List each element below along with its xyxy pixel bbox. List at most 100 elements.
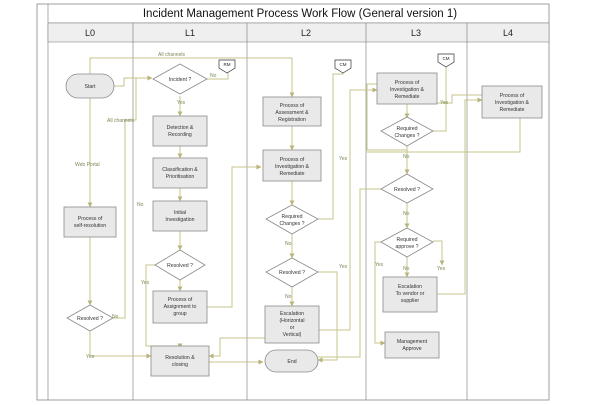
node-assignment-label-3: group	[173, 311, 186, 317]
node-self-resolution	[63, 206, 117, 238]
node-req-approve-label-1: Required	[396, 237, 417, 243]
node-mgmt-approve-label-2: Approve	[402, 346, 421, 352]
node-start	[65, 73, 115, 99]
node-detection	[152, 115, 208, 147]
node-investigation-l2-label-1: Process of	[280, 157, 305, 163]
node-escalation-vendor-label-3: supplier	[401, 298, 419, 304]
node-incident	[152, 63, 208, 95]
node-assignment	[152, 290, 208, 324]
edge-label-all-channels-top: All channels	[158, 52, 185, 58]
connectors	[87, 57, 521, 365]
node-req-approve	[380, 227, 434, 258]
node-req-changes-l3	[380, 116, 434, 147]
edge-label-no-ra: No	[403, 266, 410, 272]
node-investigation-l2	[262, 149, 322, 182]
node-escalation-vendor-label-2: To vendor or	[396, 291, 425, 297]
node-escalation-vendor-label-1: Escalation	[398, 284, 422, 290]
node-resolved-l1-label: Resolved ?	[167, 263, 193, 269]
node-resolved-l2-label: Resolved ?	[279, 270, 305, 276]
node-assessment-label-1: Process of	[280, 103, 305, 109]
node-assignment-label-2: Assignment to	[164, 304, 197, 310]
node-self-resolution-label-2: self-resolution	[74, 223, 106, 229]
edge-label-no-l0: No	[112, 314, 119, 320]
node-resolved-l0	[66, 304, 114, 332]
edge-label-yes-l0: Yes	[86, 354, 95, 360]
edge-label-no-r2: No	[285, 294, 292, 300]
node-end-label: End	[287, 359, 296, 365]
tag-cm-l2-label: CM	[340, 62, 347, 67]
edge-label-yes-incident: Yes	[177, 100, 186, 106]
node-escalation-l2-label-1: Escalation	[280, 311, 304, 317]
node-self-resolution-label-1: Process of	[78, 216, 103, 222]
node-resolved-l2	[265, 257, 319, 288]
node-initial-label-1: Initial	[174, 210, 186, 216]
node-resolution-label-2: closing	[172, 362, 188, 368]
node-mgmt-approve	[384, 331, 440, 359]
node-classification	[152, 157, 208, 189]
node-assessment	[262, 96, 322, 127]
lane-header-band	[47, 22, 550, 43]
node-resolution	[150, 345, 210, 377]
node-incident-label: Incident ?	[169, 77, 192, 83]
lane-header-l1: L1	[185, 28, 195, 38]
edge-label-no-rc3: No	[403, 154, 410, 160]
node-investigation-l3-label-1: Process of	[395, 80, 420, 86]
node-resolved-l1	[154, 249, 206, 281]
node-resolution-label-1: Resolution &	[165, 355, 195, 361]
edge-label-no-l1: No	[137, 202, 144, 208]
lane-header-l3: L3	[411, 28, 421, 38]
edge-label-yes-rc2: Yes	[339, 156, 348, 162]
edge-label-yes-ra: Yes	[437, 266, 446, 272]
node-detection-label-1: Detection &	[167, 125, 194, 131]
node-req-changes-l2-label-2: Changes ?	[279, 221, 304, 227]
node-investigation-l2-label-2: Investigation &	[275, 164, 310, 170]
node-req-changes-l2-label-1: Required	[281, 214, 302, 220]
node-end	[264, 349, 319, 373]
edge-label-web-portal: Web Portal	[75, 162, 100, 168]
node-escalation-vendor	[382, 276, 438, 313]
node-escalation-l2-label-4: Vertical)	[283, 332, 302, 338]
node-resolved-l3	[380, 173, 434, 204]
node-req-changes-l3-label-1: Required	[396, 126, 417, 132]
edge-label-no-rc2: No	[285, 241, 292, 247]
tag-rm	[218, 59, 236, 74]
lane-header-l4: L4	[503, 28, 513, 38]
node-classification-label-2: Prioritisation	[166, 174, 195, 180]
node-investigation-l2-label-3: Remediate	[279, 171, 304, 177]
node-detection-label-2: Recording	[168, 132, 192, 138]
node-classification-label-1: Classification &	[162, 167, 198, 173]
node-investigation-l4-label-3: Remediate	[499, 107, 524, 113]
node-req-changes-l3-label-2: Changes ?	[394, 133, 419, 139]
edge-labels: All channels All channels Web Portal No …	[75, 52, 449, 360]
node-investigation-l3	[376, 72, 438, 105]
diagram-title: Incident Management Process Work Flow (G…	[143, 8, 457, 20]
edge-label-yes-l1: Yes	[141, 280, 150, 286]
edge-label-no-incident: No	[210, 73, 217, 79]
edge-label-no-r3: No	[403, 211, 410, 217]
node-investigation-l4	[481, 85, 543, 119]
node-investigation-l4-label-1: Process of	[500, 93, 525, 99]
node-resolved-l3-label: Resolved ?	[394, 187, 420, 193]
node-investigation-l4-label-2: Investigation &	[495, 100, 530, 106]
node-assessment-label-2: Assessment &	[275, 110, 309, 116]
node-investigation-l3-label-3: Remediate	[394, 94, 419, 100]
lane-header-l0: L0	[85, 28, 95, 38]
node-escalation-l2	[264, 305, 320, 344]
edge-label-all-channels-side: All channels	[107, 118, 134, 124]
node-investigation-l3-label-2: Investigation &	[390, 87, 425, 93]
node-mgmt-approve-label-1: Management	[397, 339, 428, 345]
edge-label-yes-rc3: Yes	[440, 100, 449, 106]
tag-cm-l3-label: CM	[443, 56, 450, 61]
node-resolved-l0-label: Resolved ?	[77, 316, 103, 322]
tag-cm-l2	[334, 59, 352, 74]
tag-cm-l3	[437, 53, 455, 68]
node-escalation-l2-label-2: (Horizontal	[279, 318, 304, 324]
edge-label-yes-r3: Yes	[375, 262, 384, 268]
node-req-approve-label-2: approve ?	[395, 244, 418, 250]
node-initial-label-2: Investigation	[165, 217, 194, 223]
lane-header-l2: L2	[301, 28, 311, 38]
node-start-label: Start	[85, 84, 97, 90]
node-initial	[152, 200, 208, 232]
node-escalation-l2-label-3: or	[290, 325, 295, 331]
